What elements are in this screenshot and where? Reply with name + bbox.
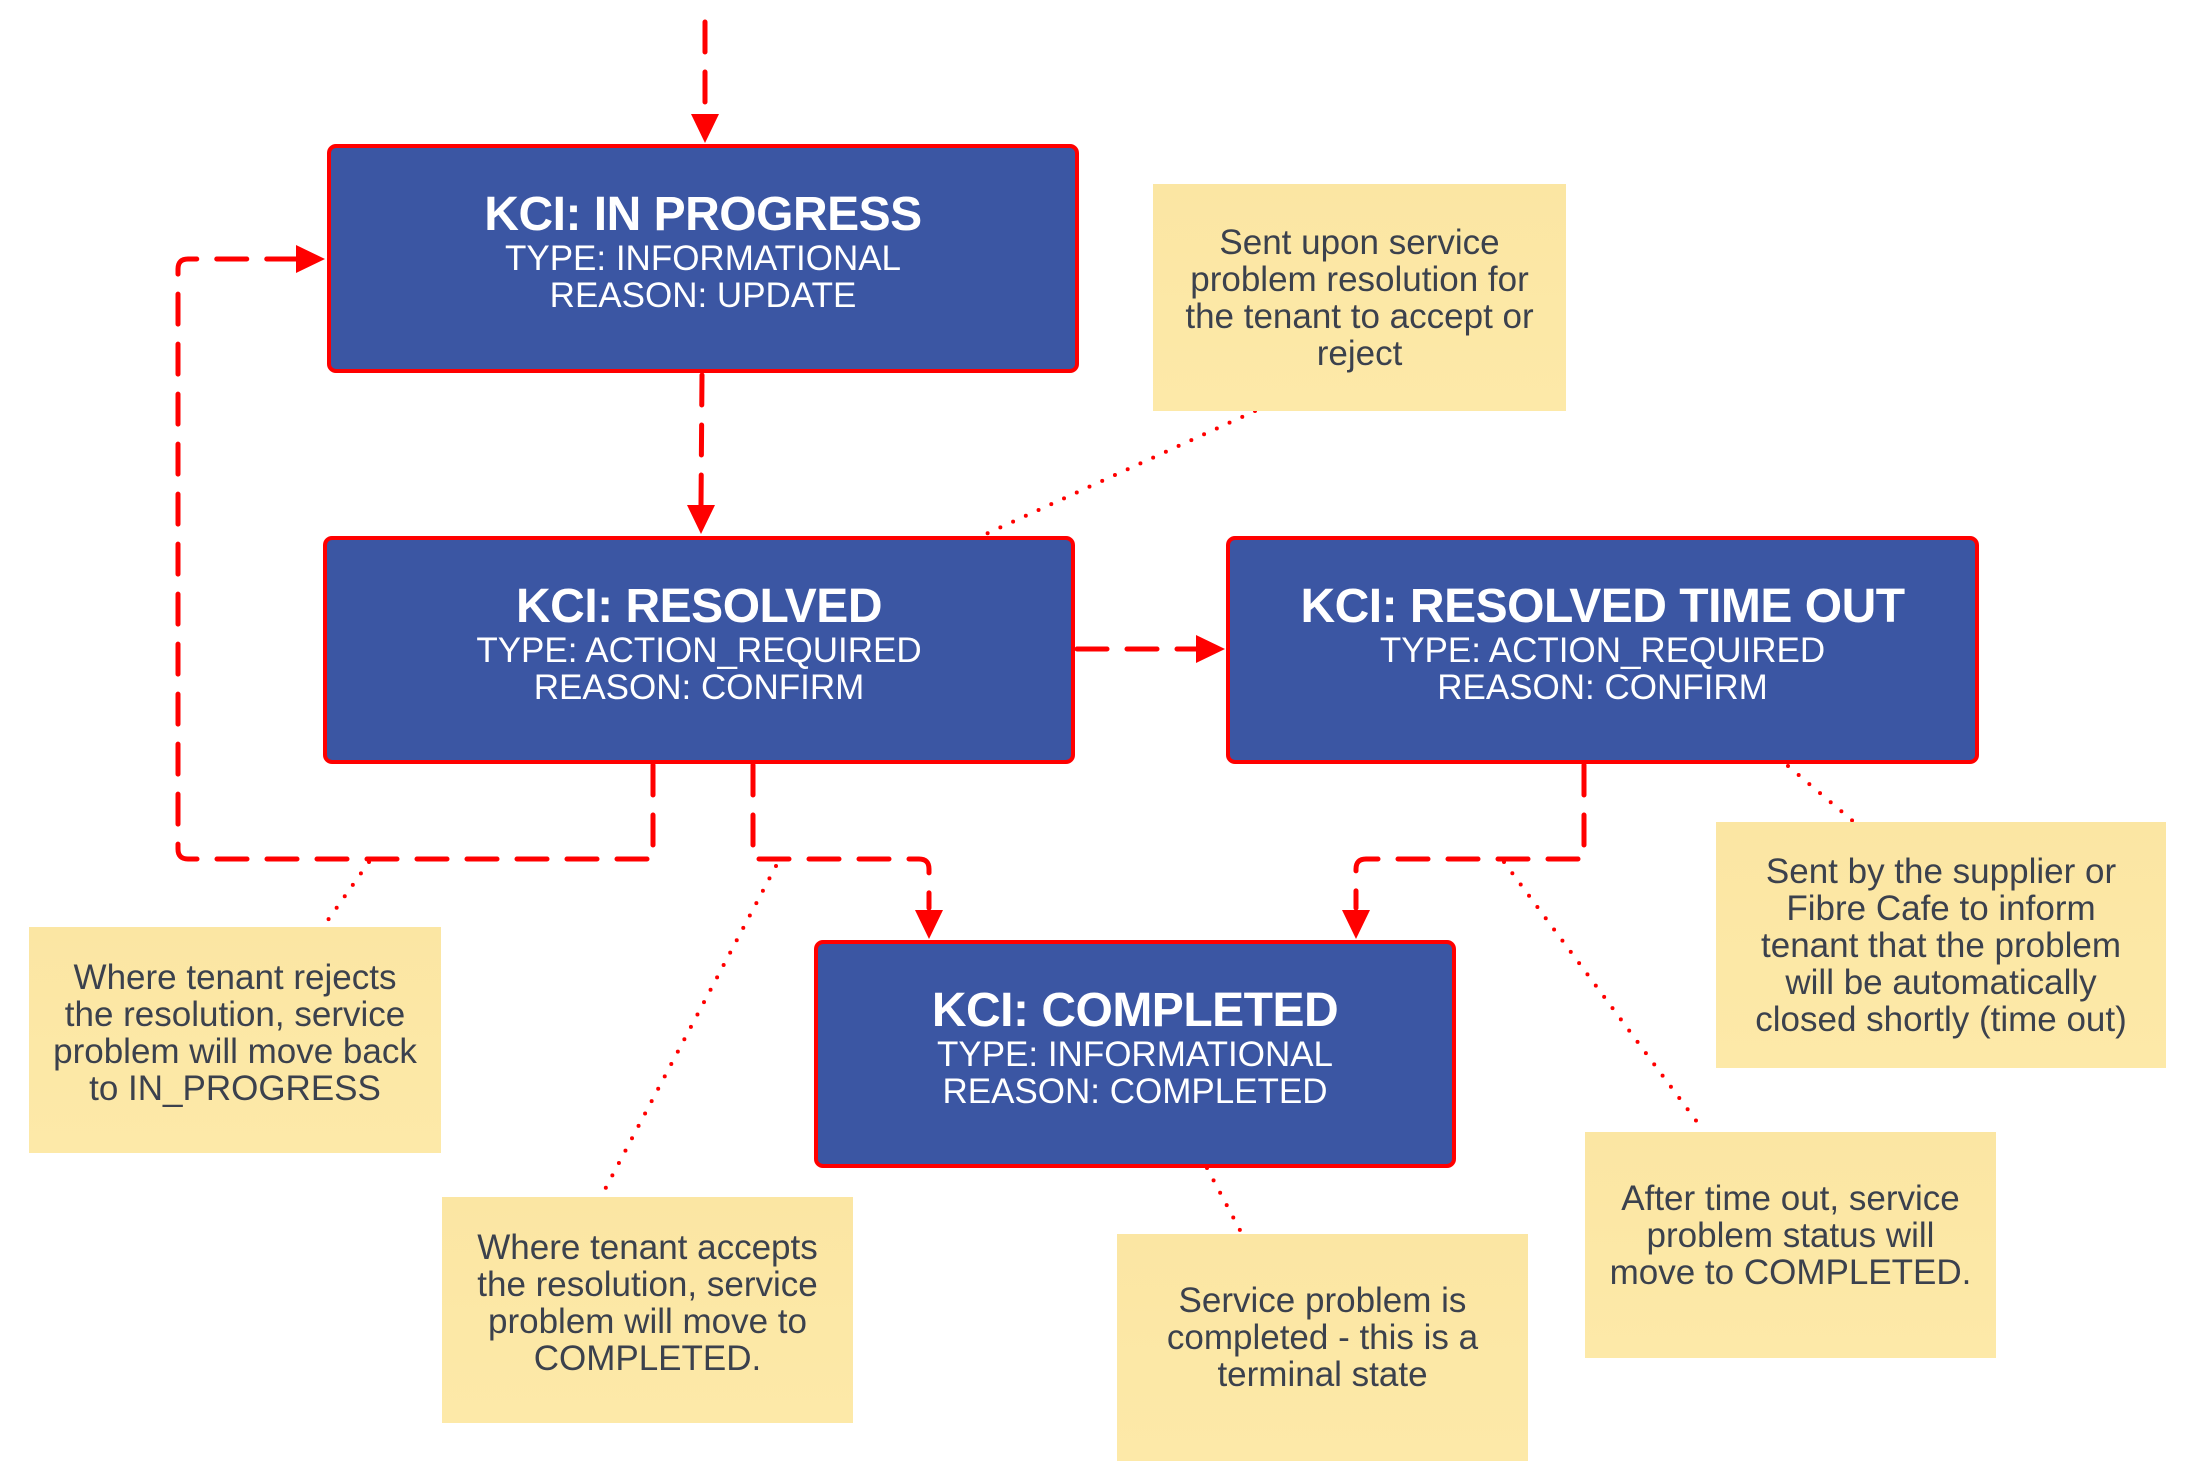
note-link-6 [1786,764,1856,824]
note-line: to IN_PROGRESS [89,1069,381,1108]
note-link-2 [321,860,371,929]
state-title: KCI: RESOLVED TIME OUT [1300,580,1905,633]
state-title: KCI: RESOLVED [516,580,882,633]
state-title: KCI: IN PROGRESS [484,188,922,241]
note-line: Where tenant accepts [477,1228,818,1267]
arrowhead-resolved-to-in-progress [296,245,325,273]
note-line: problem resolution for [1190,259,1529,299]
note-line: the resolution, service [477,1265,818,1304]
state-in-progress[interactable]: KCI: IN PROGRESS TYPE: INFORMATIONAL REA… [327,144,1079,373]
arrowhead-start-to-in-progress [691,114,719,143]
note-line: problem will move to [488,1302,807,1341]
note-line: Where tenant rejects [73,958,397,997]
state-resolved-time-out[interactable]: KCI: RESOLVED TIME OUT TYPE: ACTION_REQU… [1226,536,1979,764]
note-line: tenant that the problem [1761,925,2121,965]
note-line: will be automatically [1785,962,2097,1002]
note-link-5 [1502,860,1705,1132]
transition-time-out-to-completed [1353,762,1587,911]
state-type: TYPE: ACTION_REQUIRED [1379,631,1826,670]
note-link-3 [600,864,778,1197]
note-line: problem will move back [53,1032,417,1071]
transition-resolved-to-completed [750,762,932,911]
note-line: Sent upon service [1219,222,1500,262]
state-completed[interactable]: KCI: COMPLETED TYPE: INFORMATIONAL REASO… [814,940,1456,1168]
note-line: the tenant to accept or [1185,296,1534,336]
arrowhead-time-out-to-completed [1342,910,1370,939]
transition-resolved-to-in-progress [175,256,656,862]
note-after-time-out: After time out, service problem status w… [1585,1132,1996,1358]
note-link-1 [984,409,1257,536]
note-line: the resolution, service [64,995,406,1034]
note-tenant-accepts: Where tenant accepts the resolution, ser… [442,1197,853,1423]
note-line: Service problem is [1178,1281,1467,1320]
note-resolved: Sent upon service problem resolution for… [1153,184,1566,411]
state-type: TYPE: INFORMATIONAL [504,239,902,278]
note-line: problem status will [1646,1215,1935,1255]
note-line: COMPLETED. [533,1339,762,1378]
arrowhead-resolved-to-time-out [1196,635,1225,663]
arrowhead-resolved-to-completed [915,910,943,939]
note-link-4 [1205,1166,1243,1234]
state-type: TYPE: ACTION_REQUIRED [476,631,922,670]
note-completed-terminal: Service problem is completed - this is a… [1117,1234,1528,1461]
state-reason: REASON: CONFIRM [533,668,865,707]
note-time-out-sent-by-supplier: Sent by the supplier or Fibre Cafe to in… [1716,822,2166,1068]
state-reason: REASON: UPDATE [549,276,857,315]
state-type: TYPE: INFORMATIONAL [936,1035,1334,1074]
arrowhead-in-progress-to-resolved [687,505,715,534]
note-line: After time out, service [1621,1178,1960,1218]
transition-in-progress-to-resolved [698,372,705,508]
state-reason: REASON: COMPLETED [942,1072,1328,1111]
note-line: terminal state [1217,1355,1428,1394]
note-line: reject [1316,333,1403,373]
state-resolved[interactable]: KCI: RESOLVED TYPE: ACTION_REQUIRED REAS… [323,536,1075,764]
note-line: closed shortly (time out) [1755,999,2127,1039]
note-line: Fibre Cafe to inform [1786,888,2096,928]
note-line: move to COMPLETED. [1609,1252,1972,1292]
note-line: completed - this is a [1166,1318,1479,1357]
state-title: KCI: COMPLETED [931,984,1339,1037]
note-tenant-rejects: Where tenant rejects the resolution, ser… [29,927,441,1153]
note-line: Sent by the supplier or [1765,851,2117,891]
state-reason: REASON: CONFIRM [1437,668,1768,707]
